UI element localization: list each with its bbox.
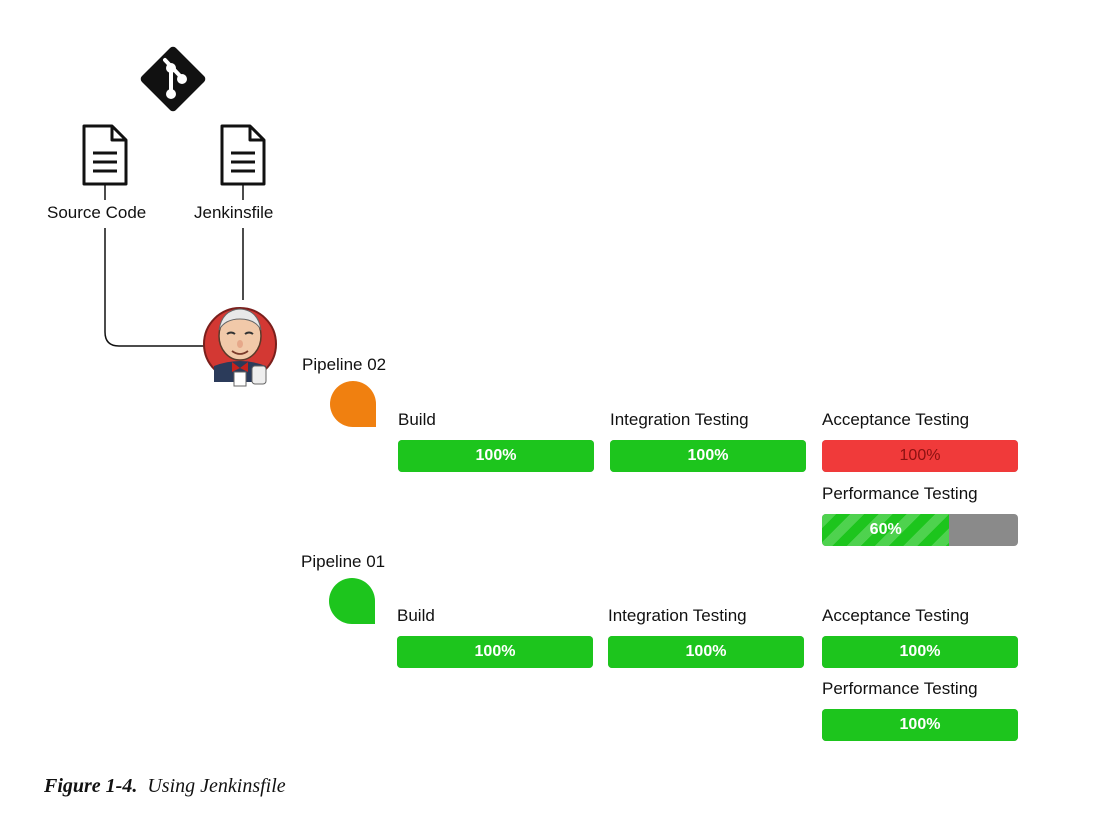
- stage-progress-value: 100%: [475, 447, 517, 464]
- stage-progress-value: 100%: [899, 716, 941, 733]
- source-code-connector: [104, 185, 212, 347]
- stage-progress-value: 60%: [869, 521, 902, 538]
- stage-progress-value: 100%: [899, 447, 941, 464]
- pipeline-02-stage-build: Build 100%: [398, 410, 594, 472]
- pipeline-02-title: Pipeline 02: [302, 355, 387, 374]
- stage-label: Build: [398, 410, 436, 429]
- stage-progress-bar: 60%: [822, 514, 1018, 546]
- stage-progress-bar: 100%: [822, 709, 1018, 741]
- stage-progress-bar: 100%: [822, 440, 1018, 472]
- jenkinsfile-label: Jenkinsfile: [194, 203, 274, 222]
- stage-progress-bar: 100%: [398, 440, 594, 472]
- stage-progress-bar: 100%: [822, 636, 1018, 668]
- stage-progress-fill: [398, 440, 594, 472]
- stage-progress-bar: 100%: [608, 636, 804, 668]
- stage-label: Performance Testing: [822, 484, 978, 503]
- stage-progress-fill: [397, 636, 593, 668]
- stage-progress-value: 100%: [685, 643, 727, 660]
- figure-number: Figure 1-4.: [44, 775, 138, 797]
- stage-progress-fill: [822, 709, 1018, 741]
- stage-progress-value: 100%: [899, 643, 941, 660]
- stage-progress-value: 100%: [474, 643, 516, 660]
- pipeline-01-stage-integration-testing: Integration Testing 100%: [608, 606, 804, 668]
- pipeline-02-status-marker: [330, 381, 376, 427]
- git-icon: [140, 46, 206, 112]
- pipeline-02-stage-integration-testing: Integration Testing 100%: [610, 410, 806, 472]
- jenkins-icon: [203, 307, 277, 387]
- source-code-label: Source Code: [47, 203, 147, 222]
- jenkinsfile-document-icon: [220, 124, 266, 186]
- pipeline-01-status-marker: [329, 578, 375, 624]
- stage-label: Acceptance Testing: [822, 606, 970, 625]
- figure-caption: Figure 1-4. Using Jenkinsfile: [44, 775, 286, 798]
- stage-label: Performance Testing: [822, 679, 978, 698]
- stage-label: Build: [397, 606, 435, 625]
- stage-progress-value: 100%: [687, 447, 729, 464]
- stage-progress-fill: [822, 440, 1018, 472]
- stage-progress-fill: [822, 636, 1018, 668]
- pipeline-02-stage-performance-testing: Performance Testing 60%: [822, 484, 1018, 546]
- pipeline-02-stage-acceptance-testing: Acceptance Testing 100%: [822, 410, 1018, 472]
- stage-label: Integration Testing: [608, 606, 747, 625]
- stage-progress-fill: [822, 514, 950, 546]
- pipeline-01-stage-acceptance-testing: Acceptance Testing 100%: [822, 606, 1018, 668]
- pipeline-01-stage-performance-testing: Performance Testing 100%: [822, 679, 1018, 741]
- stage-label: Integration Testing: [610, 410, 749, 429]
- stage-progress-bar: 100%: [610, 440, 806, 472]
- stage-progress-fill: [610, 440, 806, 472]
- pipeline-01-stage-build: Build 100%: [397, 606, 593, 668]
- stage-progress-fill: [608, 636, 804, 668]
- source-code-document-icon: [82, 124, 128, 186]
- pipeline-01-title: Pipeline 01: [301, 552, 386, 571]
- figure-caption-text: Using Jenkinsfile: [147, 775, 286, 797]
- stage-progress-bar: 100%: [397, 636, 593, 668]
- stage-label: Acceptance Testing: [822, 410, 970, 429]
